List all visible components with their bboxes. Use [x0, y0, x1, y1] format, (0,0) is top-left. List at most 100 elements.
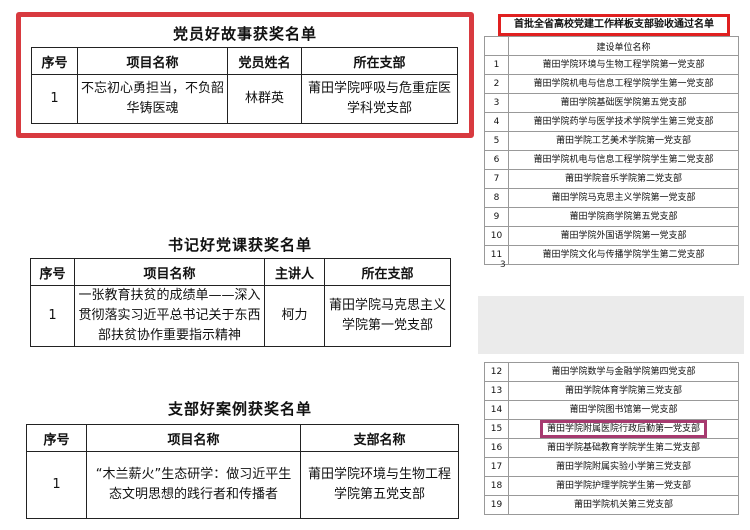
unit-name-text: 莆田学院基础教育学院学生第二党支部 — [546, 442, 700, 453]
row-number: 1 — [484, 55, 509, 75]
row-number: 14 — [484, 400, 509, 420]
list-item: 3 莆田学院基础医学院第五党支部 — [484, 93, 739, 113]
list-item: 6 莆田学院机电与信息工程学院学生第二党支部 — [484, 150, 739, 170]
unit-name: 莆田学院商学院第五党支部 — [508, 207, 739, 227]
secretary-lesson-table: 序号 项目名称 主讲人 所在支部 1 一张教育扶贫的成绩单——深入贯彻落实习近平… — [30, 258, 451, 347]
row-number: 8 — [484, 188, 509, 208]
branch-case-table: 序号 项目名称 支部名称 1 “木兰薪火”生态研学：做习近平生态文明思想的践行者… — [26, 424, 459, 519]
row-number: 1 — [31, 74, 78, 124]
secretary-lesson-panel: 书记好党课获奖名单 序号 项目名称 主讲人 所在支部 1 一张教育扶贫的成绩单—… — [24, 234, 456, 347]
unit-name: 莆田学院机电与信息工程学院学生第一党支部 — [508, 74, 739, 94]
row-number: 7 — [484, 169, 509, 189]
unit-name-text: 莆田学院文化与传播学院学生第二党支部 — [542, 249, 705, 260]
unit-name-text: 莆田学院外国语学院第一党支部 — [560, 230, 687, 241]
header-cell: 项目名称 — [86, 424, 301, 452]
row-number: 1 — [30, 285, 75, 347]
header-cell: 所在支部 — [324, 258, 451, 286]
row-number: 12 — [484, 362, 509, 382]
unit-name-text: 莆田学院药学与医学技术学院学生第三党支部 — [533, 116, 714, 127]
table-row: 1 一张教育扶贫的成绩单——深入贯彻落实习近平总书记关于东西部扶贫协作重要指示精… — [30, 285, 451, 347]
row-number: 18 — [484, 476, 509, 496]
branch-case-panel: 支部好案例获奖名单 序号 项目名称 支部名称 1 “木兰薪火”生态研学：做习近平… — [20, 398, 460, 522]
header-cell: 所在支部 — [301, 47, 458, 75]
model-branch-list-panel: 首批全省高校党建工作样板支部验收通过名单 建设单位名称 1 莆田学院环境与生物工程… — [484, 10, 739, 265]
row-number: 19 — [484, 495, 509, 515]
header-cell: 支部名称 — [300, 424, 459, 452]
list-item: 14 莆田学院图书馆第一党支部 — [484, 400, 739, 420]
unit-name-text: 莆田学院机电与信息工程学院学生第二党支部 — [533, 154, 714, 165]
branch-name: 莆田学院马克思主义学院第一党支部 — [324, 285, 451, 347]
unit-name: 莆田学院护理学院学生第一党支部 — [508, 476, 739, 496]
list-item: 1 莆田学院环境与生物工程学院第一党支部 — [484, 55, 739, 75]
project-name: 一张教育扶贫的成绩单——深入贯彻落实习近平总书记关于东西部扶贫协作重要指示精神 — [74, 285, 265, 347]
unit-name-text: 莆田学院附属实验小学第三党支部 — [555, 461, 691, 472]
unit-name: 莆田学院机电与信息工程学院学生第二党支部 — [508, 150, 739, 170]
unit-name-text: 莆田学院附属医院行政后勤第一党支部 — [539, 420, 707, 438]
unit-name-text: 莆田学院机电与信息工程学院学生第一党支部 — [533, 78, 714, 89]
unit-name-text: 莆田学院图书馆第一党支部 — [569, 404, 678, 415]
unit-name: 莆田学院药学与医学技术学院学生第三党支部 — [508, 112, 739, 132]
list-item: 17 莆田学院附属实验小学第三党支部 — [484, 457, 739, 477]
unit-name: 莆田学院音乐学院第二党支部 — [508, 169, 739, 189]
unit-name-text: 莆田学院数学与金融学院第四党支部 — [551, 366, 696, 377]
unit-name-text: 莆田学院机关第三党支部 — [573, 499, 673, 510]
unit-name-text: 莆田学院护理学院学生第一党支部 — [555, 480, 691, 491]
unit-name-text: 莆田学院体育学院第三党支部 — [564, 385, 682, 396]
branch-case-title: 支部好案例获奖名单 — [167, 400, 312, 418]
header-cell: 序号 — [26, 424, 87, 452]
list-item: 18 莆田学院护理学院学生第一党支部 — [484, 476, 739, 496]
row-number: 6 — [484, 150, 509, 170]
unit-name-text: 莆田学院音乐学院第二党支部 — [564, 173, 682, 184]
unit-name-text: 莆田学院商学院第五党支部 — [569, 211, 678, 222]
list-item: 12 莆田学院数学与金融学院第四党支部 — [484, 362, 739, 382]
row-number: 1 — [26, 451, 87, 519]
unit-name: 莆田学院马克思主义学院第一党支部 — [508, 188, 739, 208]
header-cell: 党员姓名 — [227, 47, 302, 75]
unit-name-text: 莆田学院环境与生物工程学院第一党支部 — [542, 59, 705, 70]
row-number: 10 — [484, 226, 509, 246]
list-item: 9 莆田学院商学院第五党支部 — [484, 207, 739, 227]
unit-name: 莆田学院环境与生物工程学院第一党支部 — [508, 55, 739, 75]
page-divider — [478, 296, 744, 354]
header-cell — [484, 36, 509, 56]
party-member-story-table: 序号 项目名称 党员姓名 所在支部 1 不忘初心勇担当，不负韶华铸医魂 林群英 … — [31, 47, 458, 124]
unit-name: 莆田学院工艺美术学院第一党支部 — [508, 131, 739, 151]
model-branch-list-title: 首批全省高校党建工作样板支部验收通过名单 — [498, 14, 730, 36]
row-number: 3 — [484, 93, 509, 113]
unit-name: 莆田学院基础医学院第五党支部 — [508, 93, 739, 113]
row-number: 15 — [484, 419, 509, 439]
header-cell: 序号 — [31, 47, 78, 75]
list-item: 15 莆田学院附属医院行政后勤第一党支部 — [484, 419, 739, 439]
row-number: 9 — [484, 207, 509, 227]
list-item: 10 莆田学院外国语学院第一党支部 — [484, 226, 739, 246]
unit-name: 莆田学院外国语学院第一党支部 — [508, 226, 739, 246]
unit-name-text: 莆田学院基础医学院第五党支部 — [560, 97, 687, 108]
unit-name: 莆田学院体育学院第三党支部 — [508, 381, 739, 401]
project-name: 不忘初心勇担当，不负韶华铸医魂 — [77, 74, 228, 124]
party-member-story-panel: 党员好故事获奖名单 序号 项目名称 党员姓名 所在支部 1 不忘初心勇担当，不负… — [16, 12, 474, 138]
branch-name: 莆田学院环境与生物工程学院第五党支部 — [300, 451, 459, 519]
header-cell: 建设单位名称 — [508, 36, 739, 56]
row-number: 17 — [484, 457, 509, 477]
table-row: 1 “木兰薪火”生态研学：做习近平生态文明思想的践行者和传播者 莆田学院环境与生… — [26, 451, 459, 519]
header-cell: 主讲人 — [264, 258, 325, 286]
speaker-name: 柯力 — [264, 285, 325, 347]
header-cell: 项目名称 — [77, 47, 228, 75]
page-number: 3 — [500, 260, 506, 270]
unit-name-text: 莆田学院工艺美术学院第一党支部 — [555, 135, 691, 146]
unit-name: 莆田学院图书馆第一党支部 — [508, 400, 739, 420]
table-row: 1 不忘初心勇担当，不负韶华铸医魂 林群英 莆田学院呼吸与危重症医学科党支部 — [31, 74, 458, 124]
list-item: 7 莆田学院音乐学院第二党支部 — [484, 169, 739, 189]
row-number: 4 — [484, 112, 509, 132]
list-item: 4 莆田学院药学与医学技术学院学生第三党支部 — [484, 112, 739, 132]
party-member-story-title: 党员好故事获奖名单 — [172, 25, 317, 43]
list-item: 2 莆田学院机电与信息工程学院学生第一党支部 — [484, 74, 739, 94]
row-number: 2 — [484, 74, 509, 94]
